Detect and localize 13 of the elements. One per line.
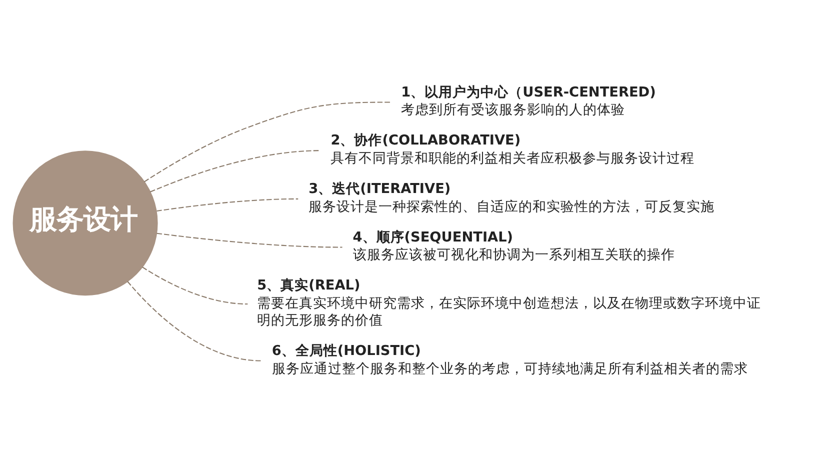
node-circle: 服务设计 (12, 150, 158, 296)
connector (150, 150, 320, 192)
node-text: 3、迭代(ITERATIVE) 服务设计是一种探索性的、自适应的和实验性的方法，可反复实施 (308, 180, 715, 214)
connector (127, 280, 262, 361)
node-text: 1、以用户为中心（USER-CENTERED) 考虑到所有受该服务影响的人的体验 (401, 84, 656, 118)
connector (156, 198, 298, 212)
node-text: 5、真实(REAL) 需要在真实环境中研究需求，在实际环境中创造想法，以及在物理或数字环境中证明的无形服务的价值 (257, 277, 762, 328)
node-text: 6、全局性(HOLISTIC) 服务应通过整个服务和整个业务的考虑，可持续地满足所有利益相关者的需求 (272, 342, 748, 376)
connector (144, 101, 391, 182)
node-text: 2、协作(COLLABORATIVE) 具有不同背景和职能的利益相关者应积极参与服务设计过程 (330, 132, 695, 166)
connector (156, 232, 342, 248)
connector (142, 266, 248, 304)
node-text: 4、顺序(SEQUENTIAL) 该服务应该被可视化和协调为一系列相互关联的操作 (352, 228, 675, 263)
